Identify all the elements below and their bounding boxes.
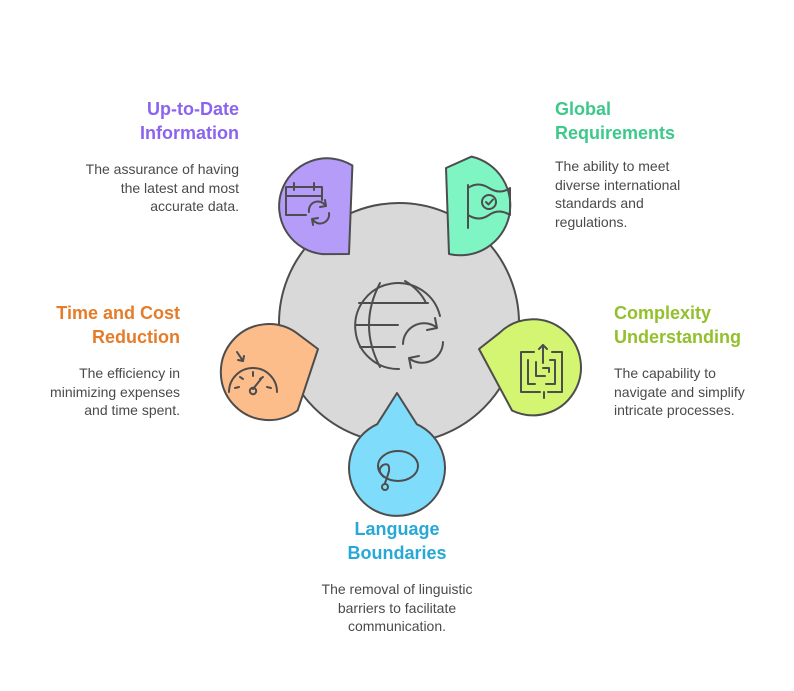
desc-global: The ability to meet diverse internationa…	[555, 158, 681, 230]
lasso-icon	[377, 450, 419, 491]
title-time-cost: Time and Cost Reduction	[56, 303, 180, 347]
calendar-refresh-icon	[285, 182, 331, 226]
desc-complexity: The capability to navigate and simplify …	[614, 365, 745, 418]
drop-complexity	[478, 318, 582, 417]
title-complexity: Complexity Understanding	[614, 303, 742, 347]
drop-language	[348, 392, 446, 517]
desc-up-to-date: The assurance of having the latest and m…	[85, 161, 239, 214]
drop-global	[445, 155, 512, 257]
desc-time-cost: The efficiency in minimizing expenses an…	[50, 365, 180, 418]
drop-time-cost	[219, 323, 319, 422]
gauge-icon	[228, 351, 278, 396]
title-up-to-date: Up-to-Date Information	[140, 99, 239, 143]
title-global: Global Requirements	[555, 99, 676, 143]
flag-check-icon	[467, 183, 511, 229]
globe-refresh-icon	[354, 280, 444, 371]
maze-icon	[520, 344, 563, 399]
title-language: Language Boundaries	[347, 519, 447, 563]
drop-up-to-date	[278, 157, 354, 256]
desc-language: The removal of linguistic barriers to fa…	[321, 581, 473, 634]
